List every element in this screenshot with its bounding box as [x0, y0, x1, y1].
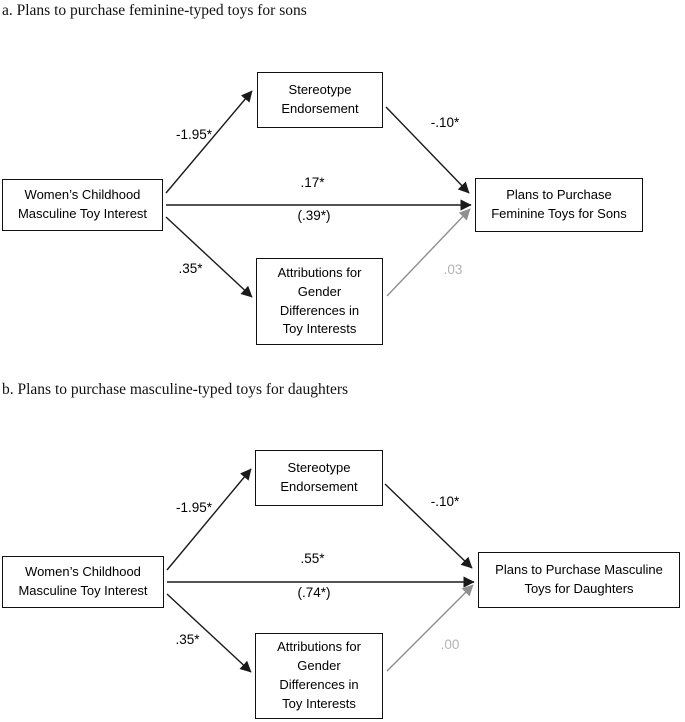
panel-b-coef-a1: -1.95* [175, 500, 213, 515]
arrow-a-stereotype-to-outcome [385, 106, 470, 194]
panel-b-box-stereotype-endorsement: Stereotype Endorsement [255, 450, 383, 506]
arrow-a-attributions-to-outcome [386, 208, 471, 297]
panel-b-coef-total: (.74*) [297, 585, 331, 600]
panel-b-coef-b2: .00 [440, 637, 460, 652]
arrow-a-predictor-to-attributions [165, 216, 253, 298]
panel-a-coef-total: (.39*) [297, 208, 331, 223]
panel-a-title: a. Plans to purchase feminine-typed toys… [2, 2, 307, 19]
panel-a-coef-b2: .03 [443, 262, 463, 277]
panel-b-title: b. Plans to purchase masculine-typed toy… [2, 381, 349, 398]
panel-a-box-predictor: Women’s Childhood Masculine Toy Interest [2, 179, 163, 231]
panel-a-coef-b1: -.10* [430, 115, 460, 130]
panel-a-coef-a1: -1.95* [175, 127, 213, 142]
arrow-b-predictor-to-attributions [166, 593, 252, 673]
panel-a-coef-a2: .35* [178, 261, 203, 276]
panel-a-coef-direct: .17* [300, 175, 325, 190]
arrow-b-predictor-to-stereotype [166, 468, 252, 571]
panel-a-box-stereotype-endorsement: Stereotype Endorsement [257, 72, 383, 128]
panel-b-box-attributions: Attributions for Gender Differences in T… [255, 633, 383, 719]
arrow-a-predictor-to-stereotype [165, 90, 253, 194]
panel-b-coef-a2: .35* [175, 632, 200, 647]
arrow-b-stereotype-to-outcome [384, 483, 473, 569]
panel-b-coef-b1: -.10* [430, 494, 460, 509]
panel-a-box-outcome: Plans to Purchase Feminine Toys for Sons [475, 178, 643, 232]
panel-b-coef-direct: .55* [300, 551, 325, 566]
panel-b-box-outcome: Plans to Purchase Masculine Toys for Dau… [478, 552, 680, 608]
panel-b-box-predictor: Women’s Childhood Masculine Toy Interest [2, 556, 164, 608]
arrow-b-attributions-to-outcome [386, 584, 474, 672]
panel-a-box-attributions: Attributions for Gender Differences in T… [256, 258, 383, 345]
